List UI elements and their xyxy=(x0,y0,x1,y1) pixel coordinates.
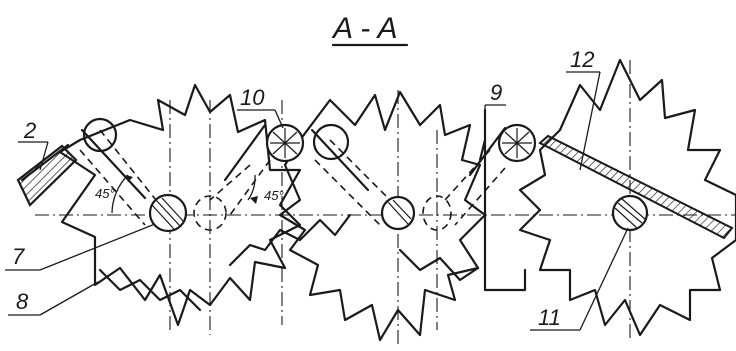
inner-contour-bottom xyxy=(98,268,202,312)
label-7: 7 xyxy=(12,244,25,269)
label-9: 9 xyxy=(490,80,502,105)
leader-8: 8 xyxy=(8,281,99,316)
leader-9: 9 xyxy=(484,80,506,140)
sprocket-outline-right xyxy=(518,58,736,337)
leader-12: 12 xyxy=(566,47,601,171)
inner-contour-left xyxy=(228,213,352,267)
pin-7 xyxy=(148,193,188,233)
rod-12 xyxy=(538,134,734,240)
section-title: A - A xyxy=(331,12,409,47)
angle-label-right: 45° xyxy=(264,188,284,203)
slot-channels xyxy=(80,123,507,200)
sprocket-outline-middle xyxy=(278,90,487,342)
label-12: 12 xyxy=(570,47,594,72)
angle-label-left: 45° xyxy=(95,186,115,201)
label-2: 2 xyxy=(23,118,36,143)
leader-2: 2 xyxy=(18,118,49,171)
label-11: 11 xyxy=(538,305,561,330)
block-2 xyxy=(16,143,78,207)
sprocket-outline-left xyxy=(58,83,302,327)
section-title-text: A - A xyxy=(331,12,397,45)
pin-11 xyxy=(611,194,649,232)
inner-contour-right-bottom xyxy=(398,248,480,282)
dashed-slots xyxy=(79,129,506,231)
label-10: 10 xyxy=(240,85,265,110)
label-8: 8 xyxy=(16,289,29,314)
leader-10: 10 xyxy=(237,85,284,129)
slot-end-circles xyxy=(82,117,350,161)
leader-11: 11 xyxy=(530,227,629,331)
pin-middle xyxy=(380,195,416,231)
leader-7: 7 xyxy=(5,223,156,271)
angle-arcs xyxy=(111,174,258,214)
pin-9 xyxy=(497,123,537,163)
part-9-wall xyxy=(478,108,527,292)
pin-10 xyxy=(265,123,305,163)
